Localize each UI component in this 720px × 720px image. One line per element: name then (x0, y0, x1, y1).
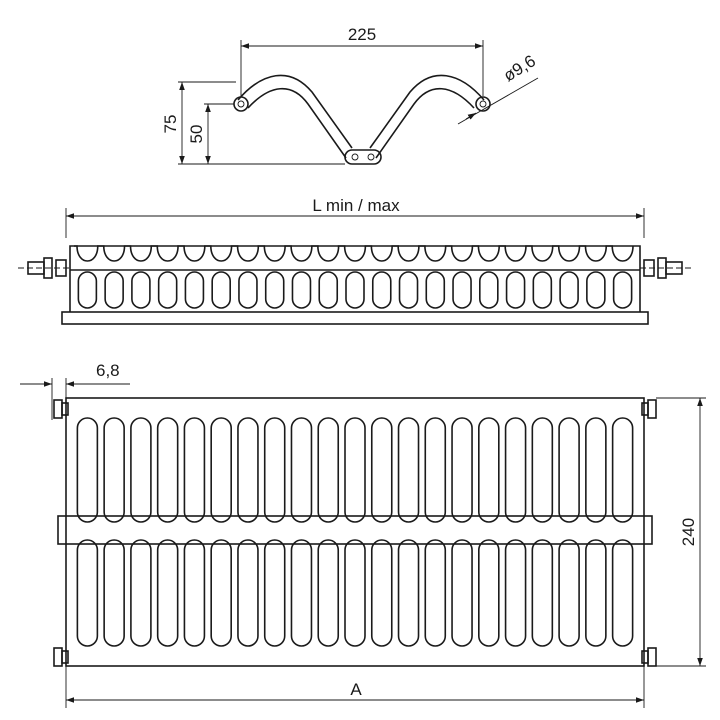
top-slot (317, 539, 340, 647)
side-slot (345, 271, 365, 309)
side-slot (398, 271, 419, 309)
top-slot (210, 417, 232, 523)
top-slot (263, 417, 286, 523)
top-slot (585, 417, 607, 523)
side-slot (77, 271, 98, 309)
top-slot (397, 539, 420, 647)
side-rack-outline (69, 245, 641, 312)
top-slot (478, 417, 500, 523)
top-slot (76, 539, 99, 647)
side-slot (586, 271, 606, 309)
dim-75-label: 75 (161, 115, 180, 134)
side-slot (264, 271, 285, 309)
dim-240-label: 240 (679, 518, 698, 546)
side-scallops (74, 245, 634, 262)
wire-profile (237, 74, 353, 159)
top-slot (130, 539, 152, 647)
side-slot (532, 271, 553, 309)
scallop-edge (74, 245, 634, 262)
top-slot (237, 417, 259, 523)
profile-view: 225 ø9,6 75 50 (161, 25, 539, 165)
dim-diameter-label: ø9,6 (500, 51, 539, 85)
top-slot (585, 539, 607, 647)
side-slot (211, 271, 231, 309)
dim-a-label: A (350, 680, 362, 699)
dim-50-label: 50 (187, 125, 206, 144)
corner-bolt-bottom-left (53, 647, 69, 667)
top-slot (611, 417, 634, 523)
right-eyelet (475, 96, 491, 112)
top-slot (183, 417, 206, 523)
bottom-link (344, 149, 382, 165)
top-slot (156, 539, 179, 647)
top-slot (558, 417, 580, 523)
side-slot (559, 271, 579, 309)
top-slot (397, 417, 420, 523)
side-slot (291, 271, 312, 309)
top-slot (210, 539, 232, 647)
top-slot (237, 539, 259, 647)
side-slot (131, 271, 151, 309)
top-slot (370, 417, 393, 523)
top-slot (290, 539, 313, 647)
corner-bolt-top-left (53, 399, 69, 419)
side-base-bar (61, 311, 649, 325)
top-slot (103, 539, 125, 647)
top-slot (424, 417, 447, 523)
top-slot (424, 539, 447, 647)
top-slot (531, 539, 554, 647)
top-slot (156, 417, 179, 523)
side-slot (425, 271, 446, 309)
side-slot (184, 271, 205, 309)
side-slot (505, 271, 526, 309)
side-slot (479, 271, 499, 309)
side-slot (238, 271, 258, 309)
top-slot (263, 539, 286, 647)
top-slot (531, 417, 554, 523)
top-slot (370, 539, 393, 647)
left-eyelet (233, 96, 249, 112)
right-end-bolt (640, 257, 692, 279)
top-slot (290, 417, 313, 523)
dim-length-label: L min / max (312, 196, 400, 215)
side-view: L min / max (18, 196, 692, 325)
top-slot (558, 539, 580, 647)
top-slots-upper (76, 417, 634, 523)
side-slot (612, 271, 633, 309)
top-slot (478, 539, 500, 647)
left-end-bolt (18, 257, 70, 279)
top-slot (451, 539, 473, 647)
dim-225-label: 225 (348, 25, 376, 44)
side-slot (318, 271, 339, 309)
top-slot (103, 417, 125, 523)
top-slots-lower (76, 539, 634, 647)
top-slot (76, 417, 99, 523)
top-slot (451, 417, 473, 523)
top-slot (130, 417, 152, 523)
top-view: 6,8 240 A (20, 361, 706, 708)
side-slot (452, 271, 472, 309)
top-slot (183, 539, 206, 647)
top-slot (504, 539, 527, 647)
top-slot (611, 539, 634, 647)
side-slot (104, 271, 124, 309)
top-frame (65, 397, 645, 667)
side-slot (371, 271, 392, 309)
top-slot (504, 417, 527, 523)
side-slots (77, 271, 633, 309)
top-slot (344, 417, 366, 523)
top-slot (344, 539, 366, 647)
side-slot (157, 271, 178, 309)
dim-offset-label: 6,8 (96, 361, 120, 380)
corner-bolt-top-right (641, 399, 657, 419)
corner-bolt-bottom-right (641, 647, 657, 667)
top-slot (317, 417, 340, 523)
center-bar (57, 515, 653, 545)
